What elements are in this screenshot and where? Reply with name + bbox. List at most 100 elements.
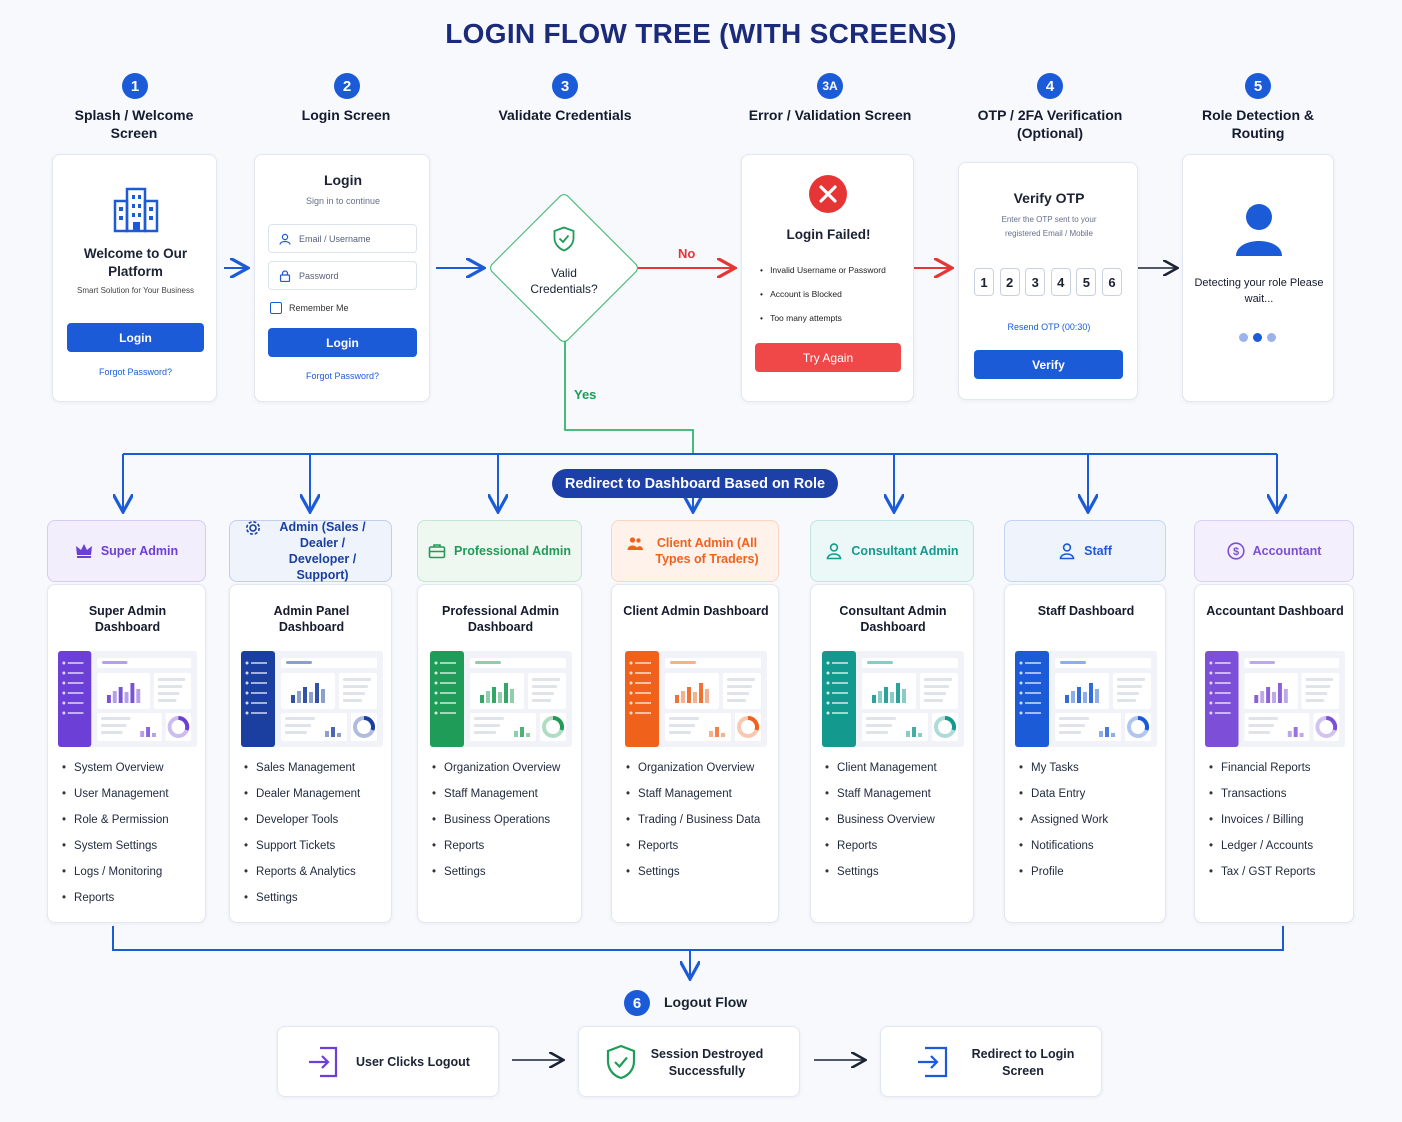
feature-item[interactable]: Reports [62,885,201,911]
feature-item[interactable]: User Management [62,781,201,807]
feature-item[interactable]: Dealer Management [244,781,387,807]
role-dashboard-card: Staff Dashboard My TasksData EntryAssigne… [1004,584,1166,923]
splash-forgot-link[interactable]: Forgot Password? [98,367,173,377]
feature-item[interactable]: Transactions [1209,781,1349,807]
feature-list: Sales ManagementDealer ManagementDevelop… [244,755,387,911]
feature-item[interactable]: Sales Management [244,755,387,781]
gear-icon [246,521,260,535]
feature-item[interactable]: Trading / Business Data [626,807,774,833]
error-screen-card: Login Failed! • Invalid Username or Pass… [741,154,914,402]
otp-digit[interactable]: 5 [1076,268,1097,296]
otp-digit[interactable]: 6 [1101,268,1122,296]
feature-item[interactable]: Business Overview [825,807,969,833]
email-field[interactable]: Email / Username [268,224,417,253]
dashboard-preview [58,651,197,747]
feature-item[interactable]: Reports [432,833,577,859]
role-header: Admin (Sales / Dealer / Developer / Supp… [229,520,392,582]
feature-item[interactable]: Reports [825,833,969,859]
feature-list: Organization OverviewStaff ManagementTra… [626,755,774,885]
logout-title: Logout Flow [664,994,748,1010]
logout-step-label: User Clicks Logout [356,1055,470,1069]
feature-item[interactable]: Role & Permission [62,807,201,833]
dashboard-title: Staff Dashboard [1037,604,1135,618]
feature-item[interactable]: Organization Overview [626,755,774,781]
logout-icon [309,1046,338,1078]
user-icon [827,543,842,560]
splash-login-button[interactable]: Login [67,323,204,352]
login-screen-card: Login Sign in to continue Email / Userna… [254,154,430,402]
feature-item[interactable]: System Settings [62,833,201,859]
feature-list: My TasksData EntryAssigned WorkNotificat… [1019,755,1161,885]
dashboard-preview [1205,651,1345,747]
feature-item[interactable]: Settings [626,859,774,885]
feature-item[interactable]: Settings [825,859,969,885]
role-dashboard-card: Accountant DashboardFinancial ReportsTra… [1194,584,1354,923]
feature-item[interactable]: Settings [432,859,577,885]
tagline: Smart Solution for Your Business [77,286,194,295]
feature-item[interactable]: Support Tickets [244,833,387,859]
role-name: Client Admin (All Types of Traders) [655,536,759,566]
feature-item[interactable]: Staff Management [626,781,774,807]
no-label: No [678,246,696,261]
otp-digit[interactable]: 4 [1050,268,1071,296]
feature-item[interactable]: Business Operations [432,807,577,833]
otp-screen-card: Verify OTP Enter the OTP sent to your re… [958,162,1138,400]
lock-icon [279,270,291,282]
otp-digit[interactable]: 1 [974,268,994,296]
user-icon [1059,543,1075,560]
feature-item[interactable]: Staff Management [825,781,969,807]
feature-item[interactable]: Financial Reports [1209,755,1349,781]
password-field[interactable]: Password [268,261,417,290]
feature-item[interactable]: My Tasks [1019,755,1161,781]
feature-item[interactable]: Data Entry [1019,781,1161,807]
role-name: Accountant [1252,544,1322,558]
role-dashboard-card: Admin Panel DashboardSales ManagementDea… [229,584,392,923]
feature-item[interactable]: Organization Overview [432,755,577,781]
step-label: Role Detection & Routing [1201,107,1314,141]
svg-text:$: $ [1233,546,1239,558]
user-icon [279,233,291,245]
logout-step-label: Session Destroyed Successfully [650,1047,764,1078]
briefcase-icon [428,544,446,559]
role-dashboard-card: Client Admin DashboardOrganization Overv… [611,584,779,923]
logout-step-user-clicks: User Clicks Logout [277,1026,499,1097]
feature-item[interactable]: Invoices / Billing [1209,807,1349,833]
try-again-button[interactable]: Try Again [755,343,901,372]
step-badge: 4 [1037,73,1063,99]
step-badge: 1 [122,73,148,99]
feature-item[interactable]: Staff Management [432,781,577,807]
resend-otp-link[interactable]: Resend OTP (00:30) [1007,322,1091,332]
otp-input-row[interactable]: 1 2 3 4 5 6 [974,268,1122,296]
feature-item[interactable]: Reports [626,833,774,859]
dashboard-preview [1015,651,1157,747]
feature-item[interactable]: Developer Tools [244,807,387,833]
otp-digit[interactable]: 3 [1025,268,1046,296]
dashboard-preview [625,651,767,747]
feature-item[interactable]: Profile [1019,859,1161,885]
verify-button[interactable]: Verify [974,350,1123,379]
feature-item[interactable]: System Overview [62,755,201,781]
feature-item[interactable]: Settings [244,885,387,911]
feature-item[interactable]: Tax / GST Reports [1209,859,1349,885]
role-detection-card: Detecting your role Please wait... [1182,154,1334,402]
feature-item[interactable]: Logs / Monitoring [62,859,201,885]
feature-item[interactable]: Ledger / Accounts [1209,833,1349,859]
feature-item[interactable]: Reports & Analytics [244,859,387,885]
login-title: Login [323,172,363,188]
otp-digit[interactable]: 2 [999,268,1020,296]
error-item: • Too many attempts [760,313,842,323]
user-icon [1236,204,1282,256]
logout-step-session-destroyed: Session Destroyed Successfully [578,1026,800,1097]
role-name: Super Admin [100,544,179,558]
feature-item[interactable]: Client Management [825,755,969,781]
remember-checkbox[interactable] [270,302,282,314]
login-button[interactable]: Login [268,328,417,357]
dashboard-title: Super Admin Dashboard [88,604,167,634]
feature-item[interactable]: Notifications [1019,833,1161,859]
login-forgot-link[interactable]: Forgot Password? [305,371,380,381]
feature-item[interactable]: Assigned Work [1019,807,1161,833]
role-name: Consultant Admin [851,544,959,558]
role-header: $ Accountant [1194,520,1354,582]
dashboard-preview [822,651,964,747]
